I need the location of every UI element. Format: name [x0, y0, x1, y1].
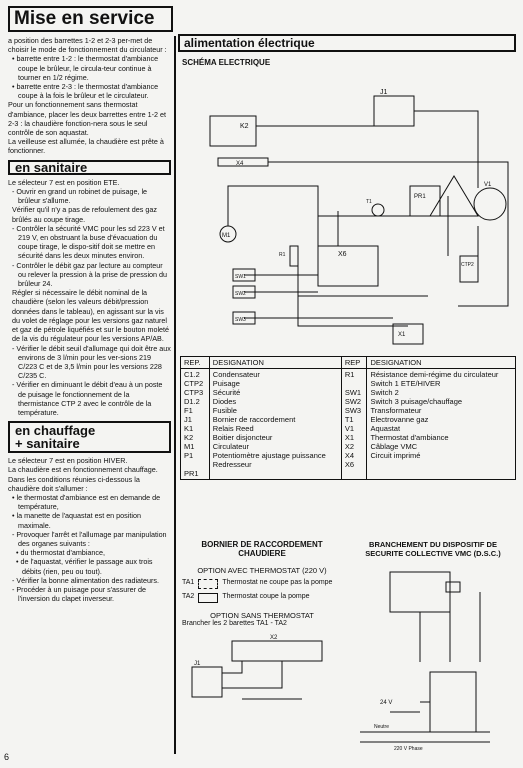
option-heading: OPTION SANS THERMOSTAT — [210, 611, 314, 620]
svg-text:J1: J1 — [194, 661, 201, 667]
ta1-label: TA1 — [182, 579, 195, 586]
dsc-diagram: 24 V Neutre 220 V Phase — [360, 571, 490, 752]
schema-label: SCHÉMA ELECTRIQUE — [182, 58, 271, 67]
svg-text:X2: X2 — [270, 635, 278, 641]
page-number: 6 — [4, 752, 10, 762]
legend-header: DESIGNATION — [208, 356, 342, 369]
sanitaire-line: - Ouvrir en grand un robinet de puisage,… — [12, 187, 148, 206]
svg-text:K2: K2 — [240, 123, 249, 130]
barrette-open — [198, 579, 219, 589]
electrical-schematic: K2 J1 X4 M1 X6 PR1 V1 SW1 SW2 SW3 X1 CTP… — [209, 89, 509, 345]
column-divider — [174, 36, 176, 754]
chauffage-line: La chaudière est en fonctionnement chauf… — [8, 465, 158, 475]
svg-text:T1: T1 — [366, 199, 372, 205]
chauffage-line: - Vérifier la bonne alimentation des rad… — [12, 575, 160, 585]
bornier-title: BORNIER DE RACCORDEMENT CHAUDIERE — [201, 540, 323, 558]
ta1-text: Thermostat ne coupe pas la pompe — [222, 579, 333, 586]
chauffage-line: • du thermostat d'ambiance, — [16, 548, 105, 558]
page-title-box: Mise en service — [8, 6, 173, 32]
ta2-text: Thermostat coupe la pompe — [222, 593, 310, 600]
sanitaire-line: - Vérifier le débit seuil d'allumage qui… — [12, 343, 171, 381]
chauffage-line: - Procéder à un puisage pour s'assurer d… — [12, 584, 147, 604]
dsc-section: BRANCHEMENT DU DISPOSITIF DE SECURITE CO… — [350, 540, 516, 754]
svg-text:SW1: SW1 — [235, 274, 246, 280]
legend-header: DESIGNATION — [366, 356, 516, 369]
left-column: a position des barrettes 1-2 et 2-3 per-… — [8, 36, 171, 603]
phase-label: 220 V Phase — [394, 746, 423, 752]
svg-text:SW2: SW2 — [235, 291, 246, 297]
svg-text:X6: X6 — [338, 251, 347, 258]
svg-text:M1: M1 — [222, 233, 231, 239]
section-heading-sanitaire: en sanitaire — [8, 159, 171, 175]
bornier-section: BORNIER DE RACCORDEMENT CHAUDIERE OPTION… — [182, 540, 342, 715]
svg-text:PR1: PR1 — [414, 194, 426, 200]
svg-text:J1: J1 — [380, 89, 388, 96]
intro-line: • barrette entre 2-3 : le thermostat d'a… — [12, 82, 159, 101]
sanitaire-line: - Contrôler le débit gaz par lecture au … — [12, 260, 168, 289]
dsc-title: BRANCHEMENT DU DISPOSITIF DE SECURITE CO… — [365, 540, 501, 558]
legend-header: REP — [340, 356, 368, 369]
page-title: Mise en service — [14, 8, 155, 29]
heading-line: + sanitaire — [15, 436, 80, 452]
section-heading-alimentation: alimentation électrique — [178, 34, 516, 52]
svg-text:CTP2: CTP2 — [461, 262, 474, 268]
svg-text:R1: R1 — [279, 252, 286, 258]
section-heading-chauffage: en chauffage + sanitaire — [8, 421, 171, 454]
svg-text:V1: V1 — [484, 182, 492, 188]
svg-text:SW3: SW3 — [235, 317, 246, 323]
chauffage-line: • de l'aquastat, vérifier le passage aux… — [16, 557, 153, 576]
svg-text:X4: X4 — [236, 161, 244, 167]
option-heading: OPTION AVEC THERMOSTAT (220 V) — [197, 566, 327, 575]
neutre-label: Neutre — [374, 724, 389, 730]
legend-header: REP. — [180, 356, 210, 369]
option-text: Brancher les 2 barettes TA1 - TA2 — [182, 620, 287, 627]
sanitaire-line: Régler si nécessaire le débit nominal de… — [12, 288, 170, 344]
intro-line: • barrette entre 1-2 : le thermostat d'a… — [12, 54, 159, 82]
chauffage-line: Le sélecteur 7 est en position HIVER. — [8, 456, 128, 466]
chauffage-line: - Provoquer l'arrêt et l'allumage par ma… — [12, 529, 167, 548]
intro-line: Pour un fonctionnement sans thermostat d… — [8, 100, 166, 138]
heading-line: en chauffage — [15, 423, 96, 439]
chauffage-line: Dans les conditions réunies ci-dessous l… — [8, 474, 140, 493]
svg-text:X1: X1 — [398, 332, 406, 338]
barrette-closed — [198, 593, 219, 603]
sanitaire-line: Vérifier qu'il n'y a pas de refoulement … — [12, 205, 157, 224]
sanitaire-line: - Vérifier en diminuant le débit d'eau à… — [12, 380, 163, 417]
chauffage-line: • la manette de l'aquastat est en positi… — [12, 511, 141, 530]
sanitaire-line: - Contrôler la sécurité VMC pour les sd … — [12, 223, 165, 261]
v24-label: 24 V — [380, 700, 392, 706]
sanitaire-line: Le sélecteur 7 est en position ETE. — [8, 177, 120, 187]
chauffage-line: • le thermostat d'ambiance est en demand… — [12, 492, 161, 512]
ta2-label: TA2 — [182, 593, 195, 600]
intro-line: La veilleuse est allumée, la chaudière e… — [8, 137, 164, 156]
bornier-diagram: X2 J1 — [191, 635, 323, 700]
intro-line: a position des barrettes 1-2 et 2-3 per-… — [8, 36, 167, 55]
